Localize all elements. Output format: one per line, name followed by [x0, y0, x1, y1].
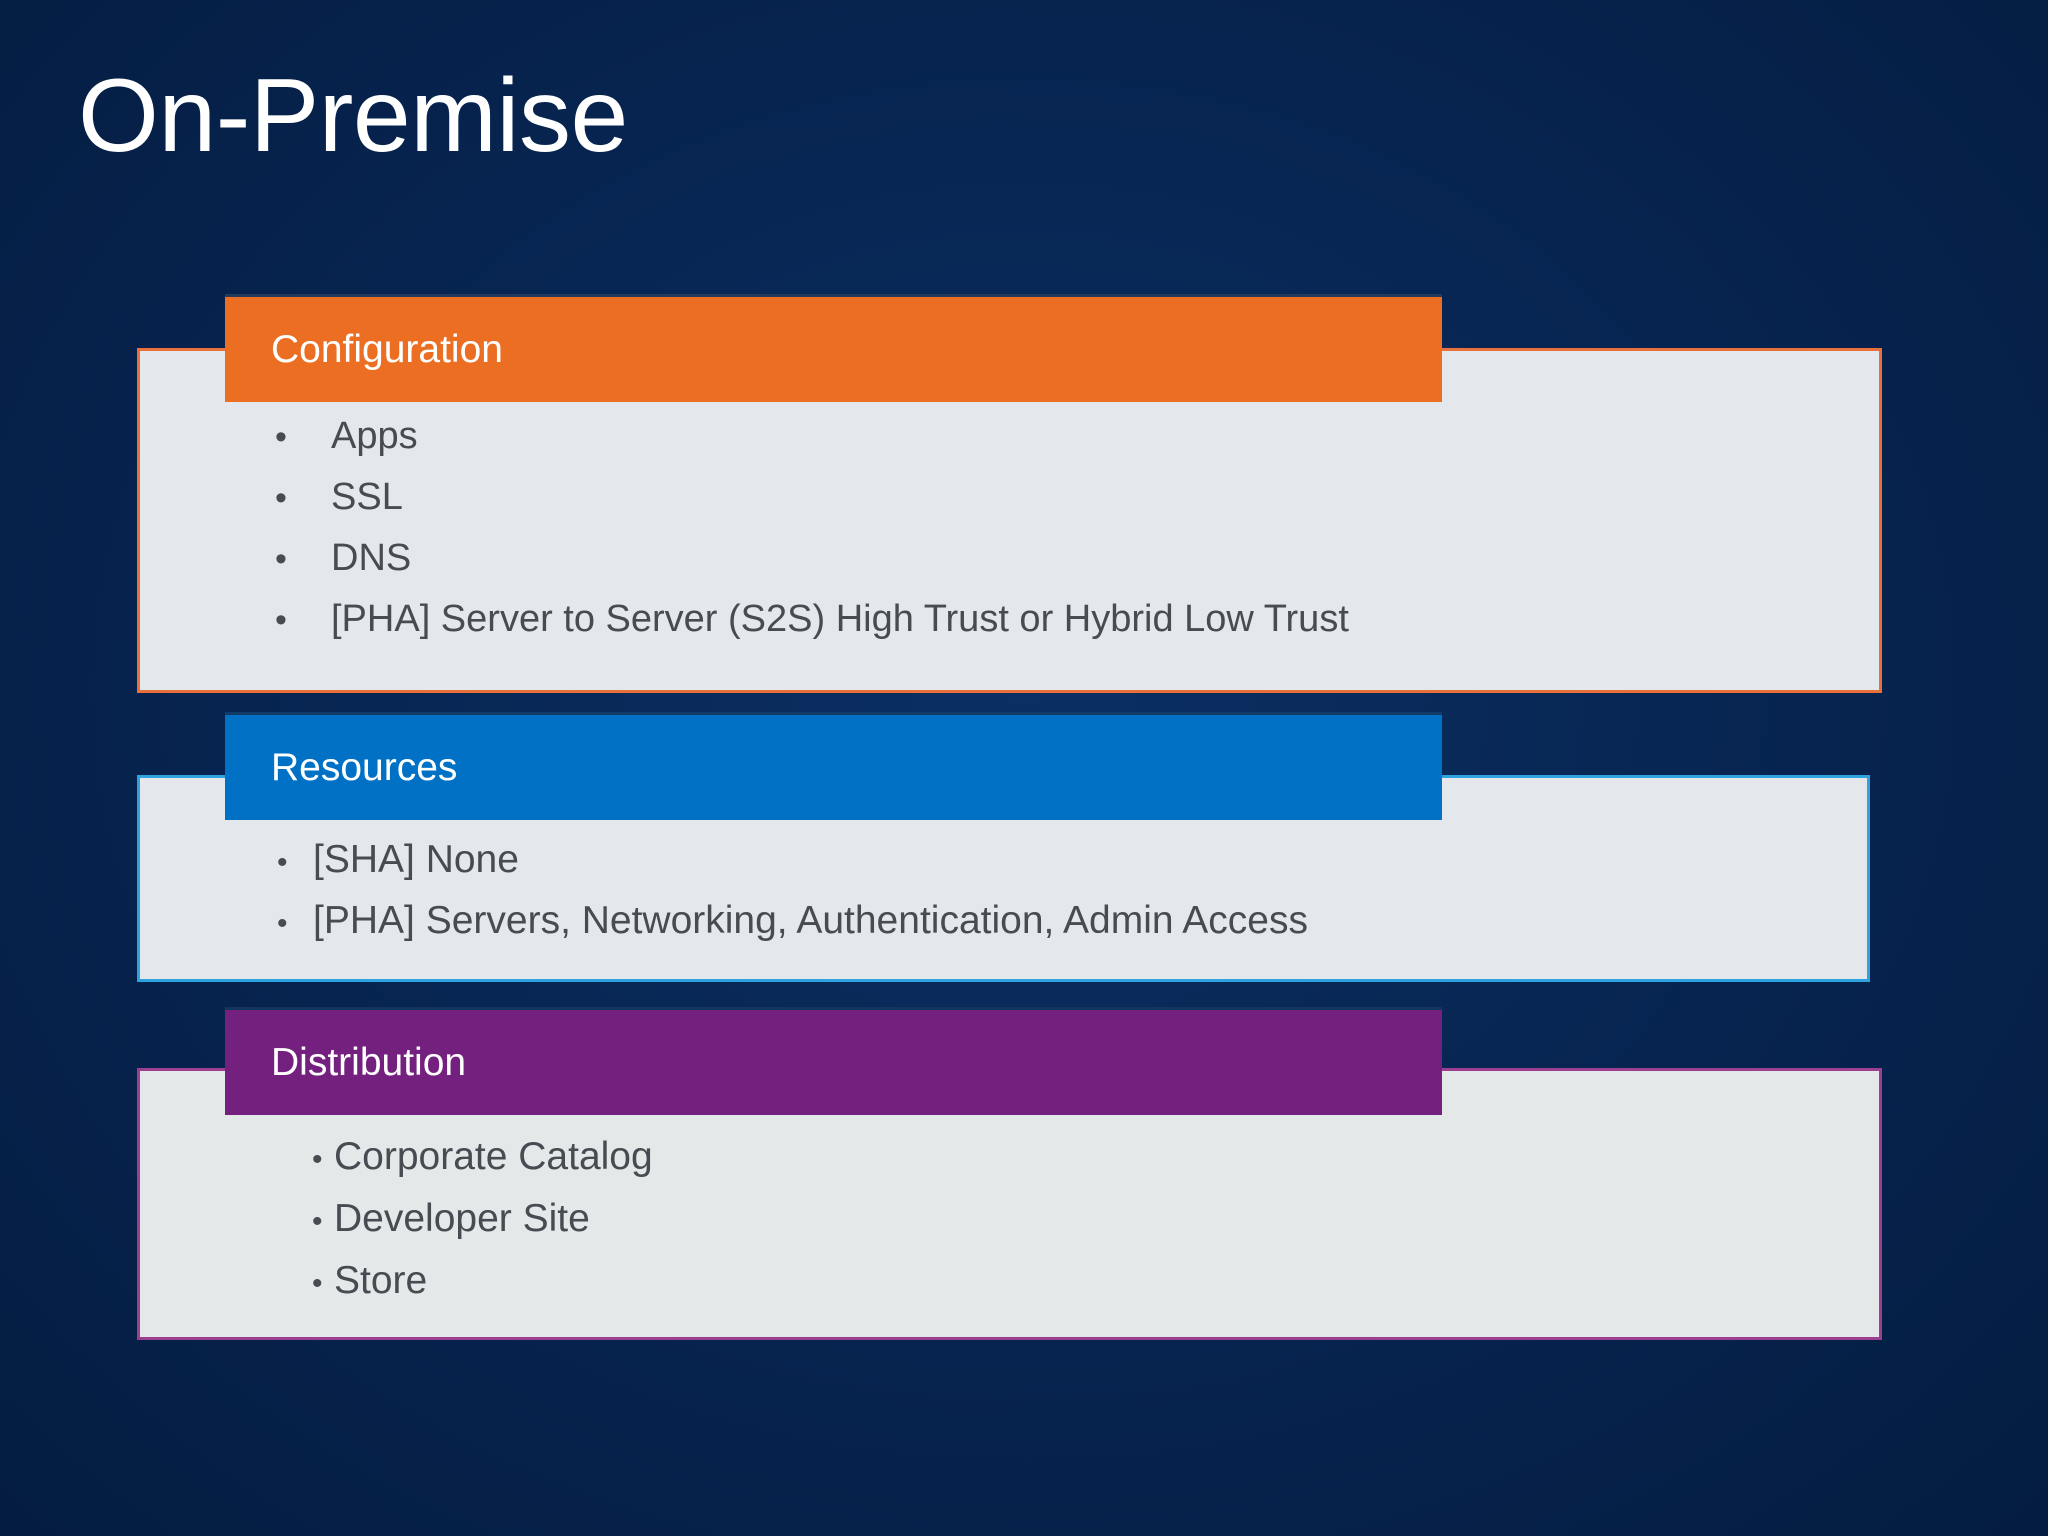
bullet-icon: •	[277, 907, 288, 940]
configuration-header-label: Configuration	[271, 328, 503, 371]
resources-bullet-list: • [SHA] None • [PHA] Servers, Networking…	[137, 838, 1870, 960]
list-item-label: SSL	[331, 476, 403, 518]
list-item-label: DNS	[331, 537, 412, 579]
list-item-label: Corporate Catalog	[334, 1135, 653, 1178]
list-item: • [PHA] Servers, Networking, Authenticat…	[137, 899, 1870, 960]
distribution-header-band: Distribution	[225, 1007, 1442, 1115]
configuration-panel	[137, 348, 1882, 693]
bullet-icon: •	[277, 846, 288, 879]
page-title: On-Premise	[78, 58, 628, 174]
resources-header-band: Resources	[225, 712, 1442, 820]
list-item: • Developer Site	[137, 1197, 1882, 1259]
list-item: • DNS	[137, 537, 1882, 598]
list-item: • Store	[137, 1259, 1882, 1321]
bullet-icon: •	[312, 1267, 323, 1300]
bullet-icon: •	[312, 1205, 323, 1238]
list-item-label: [PHA] Server to Server (S2S) High Trust …	[331, 598, 1349, 640]
distribution-header-label: Distribution	[271, 1041, 467, 1084]
configuration-header-band: Configuration	[225, 294, 1442, 402]
list-item: • [SHA] None	[137, 838, 1870, 899]
list-item-label: [PHA] Servers, Networking, Authenticatio…	[313, 899, 1308, 942]
list-item: • SSL	[137, 476, 1882, 537]
bullet-icon: •	[275, 540, 287, 578]
list-item-label: Developer Site	[334, 1197, 590, 1240]
list-item-label: [SHA] None	[313, 838, 519, 881]
distribution-bullet-list: • Corporate Catalog • Developer Site • S…	[137, 1135, 1882, 1321]
resources-header-label: Resources	[271, 746, 458, 789]
bullet-icon: •	[275, 479, 287, 517]
bullet-icon: •	[275, 601, 287, 639]
list-item: • Corporate Catalog	[137, 1135, 1882, 1197]
list-item: • Apps	[137, 415, 1882, 476]
list-item-label: Store	[334, 1259, 428, 1302]
bullet-icon: •	[275, 418, 287, 456]
bullet-icon: •	[312, 1143, 323, 1176]
list-item-label: Apps	[331, 415, 418, 457]
configuration-bullet-list: • Apps • SSL • DNS • [PHA] Server to Ser…	[137, 415, 1882, 659]
list-item: • [PHA] Server to Server (S2S) High Trus…	[137, 598, 1882, 659]
